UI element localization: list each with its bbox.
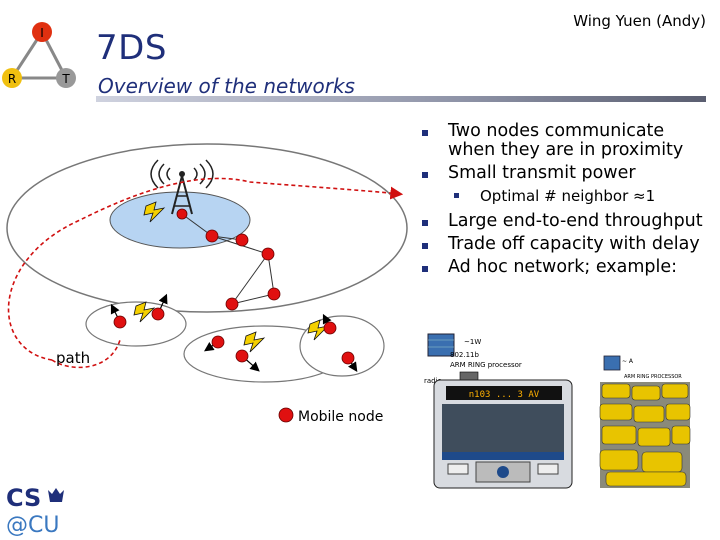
crown-icon xyxy=(48,488,64,502)
network-diagram: path xyxy=(6,143,408,425)
logo-node-r xyxy=(2,68,22,88)
taxi-label-top: ~ A xyxy=(622,358,634,365)
mobile-node xyxy=(113,315,127,329)
mobile-node xyxy=(225,297,239,311)
mobile-node xyxy=(267,287,281,301)
slide-subtitle: Overview of the networks xyxy=(98,74,355,98)
mobile-node xyxy=(205,229,219,243)
solar-panel-icon xyxy=(603,355,621,371)
logo-cu: @CU xyxy=(6,513,59,538)
mobile-node xyxy=(261,247,275,261)
label-1w: ~1W xyxy=(464,338,481,346)
label-radio: radio xyxy=(424,377,442,385)
cs-cu-logo: CS @CU xyxy=(6,484,64,538)
lightning-icon xyxy=(143,201,166,223)
cell-coverage xyxy=(109,191,251,249)
bullet-item: Large end-to-end throughput xyxy=(420,212,716,231)
mobile-nodes xyxy=(113,208,355,365)
irt-logo: I R T xyxy=(2,22,76,88)
legend-label: Mobile node xyxy=(298,409,383,425)
taxi-label-proc: ARM RING PROCESSOR xyxy=(624,374,682,380)
lightning-icon xyxy=(307,319,330,341)
bus-sign: n103 ... 3 AV xyxy=(469,390,540,400)
bullet-item: Small transmit power xyxy=(420,164,716,183)
logo-node-i xyxy=(32,22,52,42)
mobile-node xyxy=(341,351,355,365)
solar-panel-icon xyxy=(427,333,455,357)
sub-bullet-item: Optimal # neighbor ≈1 xyxy=(420,187,716,206)
author: Wing Yuen (Andy) xyxy=(573,12,706,30)
mobile-node xyxy=(323,321,337,335)
bullet-item: Two nodes communicate when they are in p… xyxy=(420,122,716,160)
path-label: path xyxy=(56,349,90,367)
taxi-photo: ~ A ARM RING PROCESSOR xyxy=(596,354,692,490)
subtitle-underline xyxy=(96,96,706,102)
lightning-icon xyxy=(243,331,266,353)
label-80211b: 802.11b xyxy=(450,351,479,359)
wireless-bolts xyxy=(133,201,330,353)
slide-title: 7DS xyxy=(96,28,167,68)
bus-photo: ~1W 802.11b ARM RING processor radio n10… xyxy=(420,332,586,492)
logo-label-t: T xyxy=(61,72,70,86)
mobile-node xyxy=(176,208,188,220)
bullet-item: Ad hoc network; example: xyxy=(420,258,716,277)
logo-node-t xyxy=(56,68,76,88)
lightning-icon xyxy=(133,301,156,323)
legend-mobile-node xyxy=(278,407,294,423)
logo-label-r: R xyxy=(8,72,16,86)
path-arrow xyxy=(7,177,404,361)
label-arm: ARM RING processor xyxy=(450,361,522,369)
path-arrow-tail xyxy=(51,339,121,369)
logo-cs: CS xyxy=(6,484,41,512)
mobile-node xyxy=(235,233,249,247)
mobile-node xyxy=(235,349,249,363)
bullet-list: Two nodes communicate when they are in p… xyxy=(420,122,716,281)
logo-label-i: I xyxy=(40,26,44,40)
bullet-item: Trade off capacity with delay xyxy=(420,235,716,254)
mobile-node xyxy=(151,307,165,321)
mobile-node xyxy=(211,335,225,349)
